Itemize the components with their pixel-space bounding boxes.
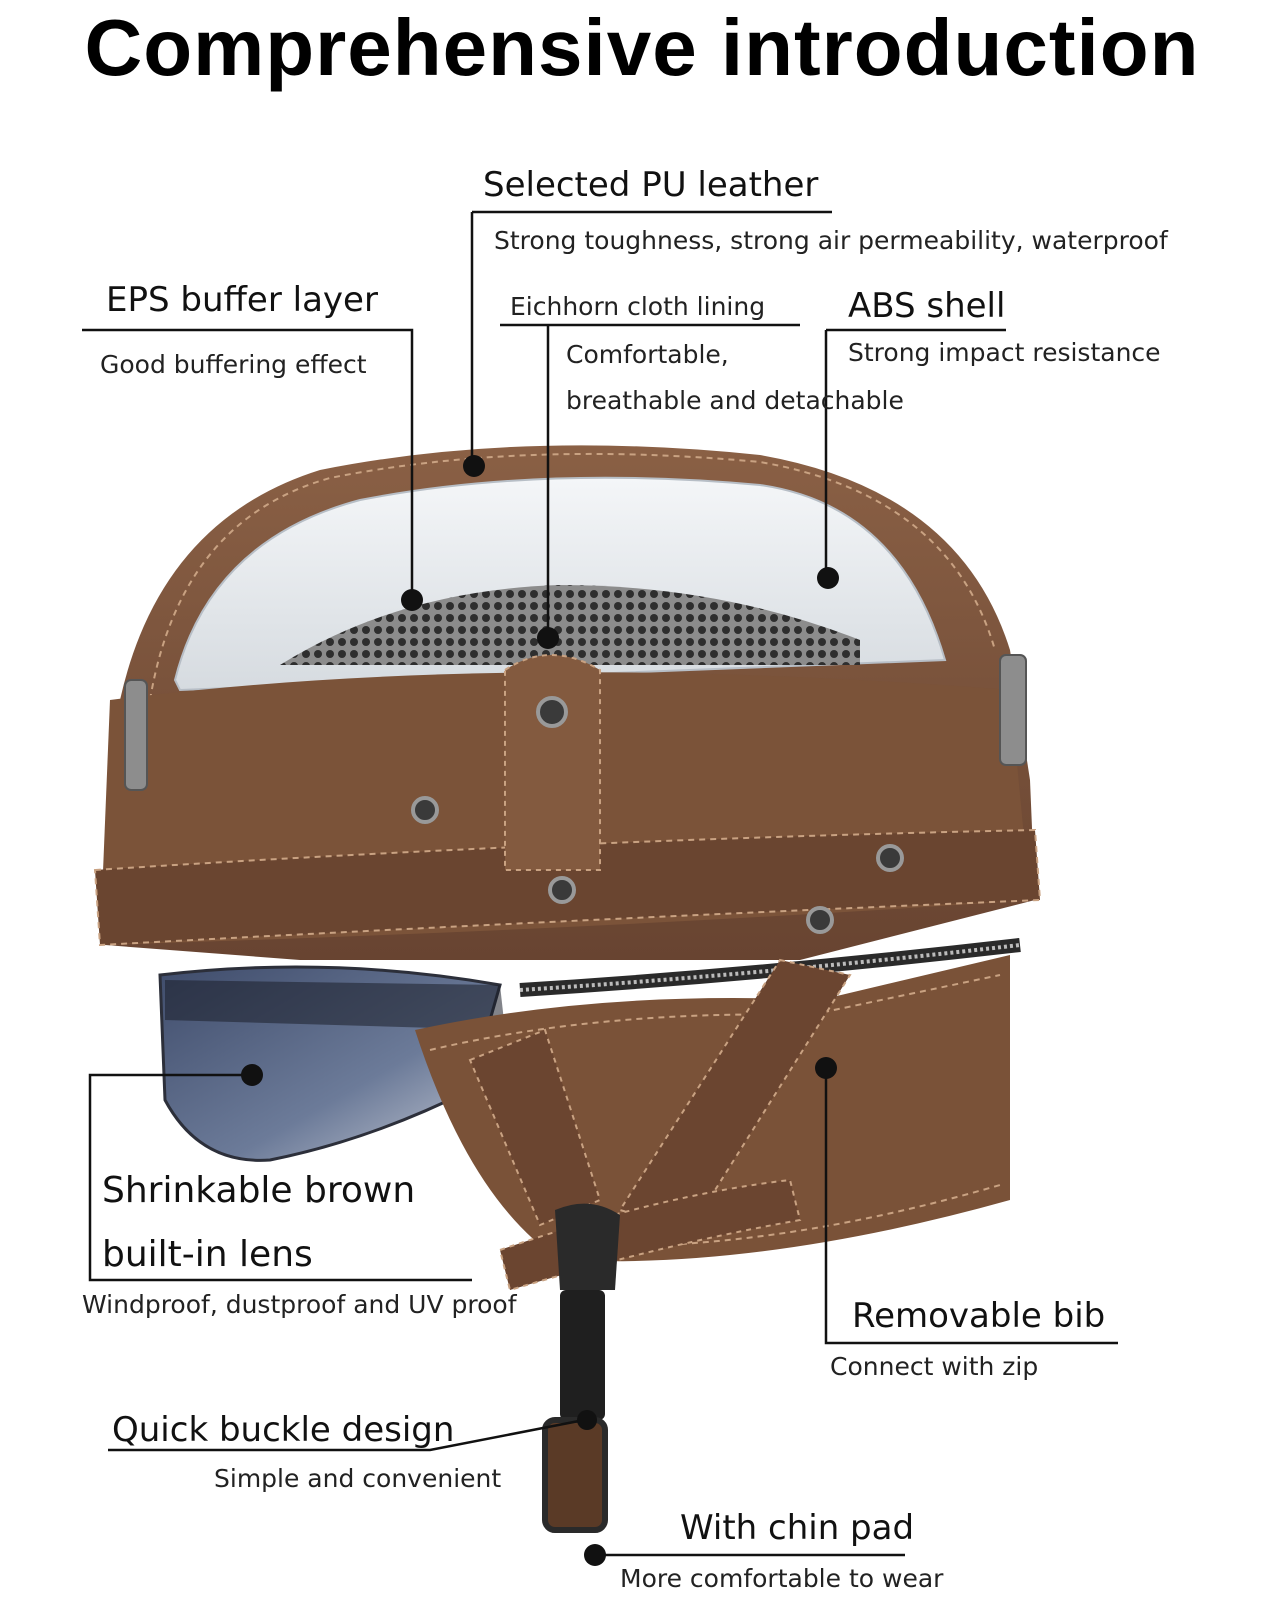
eps-leader — [82, 328, 414, 590]
bib-heading: Removable bib — [852, 1296, 1106, 1336]
dot-lens — [241, 1064, 263, 1086]
eps-heading: EPS buffer layer — [106, 280, 378, 320]
bib-desc: Connect with zip — [830, 1352, 1039, 1381]
lens-heading-1: Shrinkable brown — [102, 1170, 416, 1211]
lens-leader — [88, 1073, 472, 1282]
bib-leader — [824, 1068, 1118, 1345]
pu-leather-heading: Selected PU leather — [483, 165, 819, 205]
eps-desc: Good buffering effect — [100, 350, 367, 379]
lining-heading: Eichhorn cloth lining — [510, 292, 766, 321]
dot-buckle — [577, 1410, 597, 1430]
lens-heading-2: built-in lens — [102, 1234, 313, 1275]
dot-chin — [584, 1544, 606, 1566]
lining-desc-2: breathable and detachable — [566, 386, 904, 415]
chin-desc: More comfortable to wear — [620, 1564, 944, 1593]
page-title: Comprehensive introduction — [84, 3, 1200, 92]
pu-leather-desc: Strong toughness, strong air permeabilit… — [494, 226, 1168, 255]
dot-lining — [537, 627, 559, 649]
dot-pu-leather — [463, 455, 485, 477]
dot-bib — [815, 1057, 837, 1079]
buckle-desc: Simple and convenient — [214, 1464, 502, 1493]
dot-eps — [401, 589, 423, 611]
lining-desc-1: Comfortable, — [566, 340, 729, 369]
helmet-illustration — [93, 445, 1042, 1533]
lens-desc: Windproof, dustproof and UV proof — [82, 1290, 517, 1319]
chin-heading: With chin pad — [680, 1508, 915, 1548]
abs-desc: Strong impact resistance — [848, 338, 1161, 367]
buckle-heading: Quick buckle design — [112, 1410, 455, 1450]
buckle-leader — [108, 1418, 585, 1452]
leader-lines — [82, 210, 1118, 1557]
abs-heading: ABS shell — [848, 286, 1006, 326]
leader-dots — [241, 455, 839, 1566]
dot-abs — [817, 567, 839, 589]
